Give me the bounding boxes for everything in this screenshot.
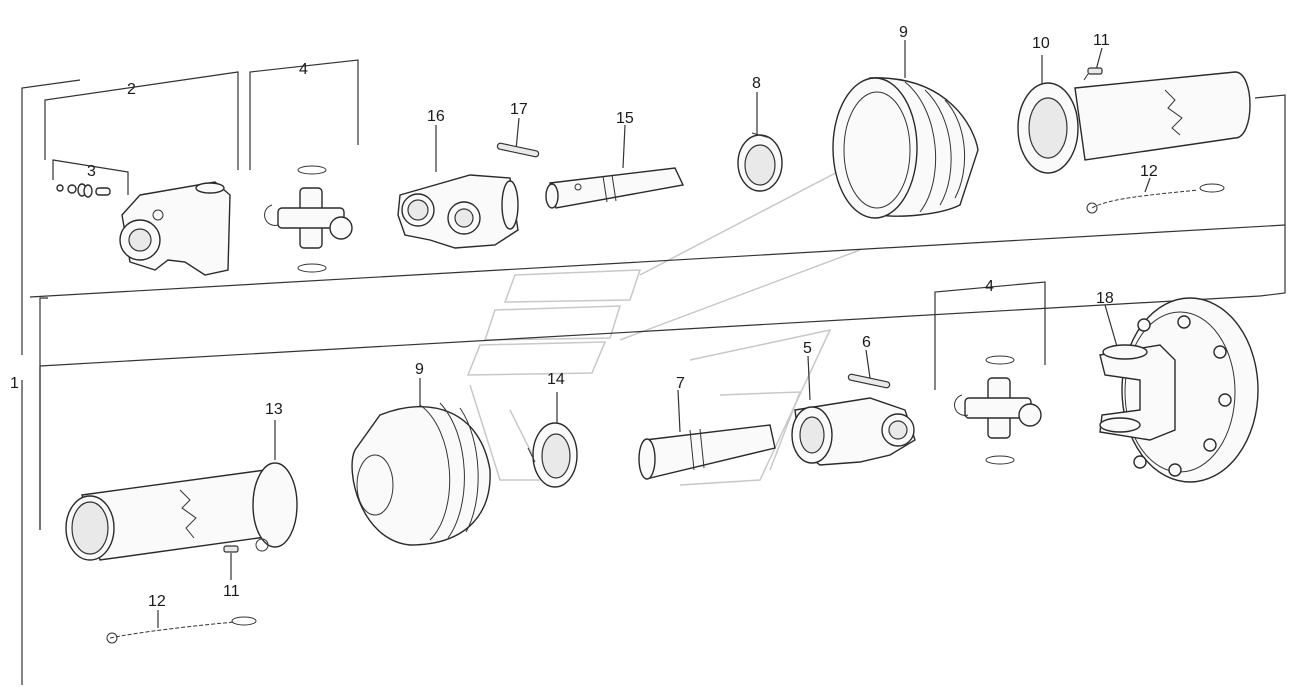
- leader-lines: [157, 40, 1151, 628]
- part-17-roll-pin: [496, 142, 540, 158]
- callout-17: 17: [510, 101, 528, 118]
- callout-12-lower: 12: [148, 593, 166, 610]
- callout-4: 4: [299, 61, 308, 78]
- part-13-outer-guard-tube-lower: [65, 462, 298, 561]
- callout-5: 5: [803, 340, 812, 357]
- part-2-yoke: [119, 181, 231, 276]
- part-10-outer-guard-tube: [1017, 71, 1251, 174]
- part-4-cross-kit-lower: [954, 355, 1042, 465]
- part-4-cross-kit-upper: [264, 165, 353, 273]
- callout-16: 16: [427, 108, 445, 125]
- part-9-guard-cone-upper: [832, 77, 979, 219]
- callout-15: 15: [616, 110, 634, 127]
- assembly-frame: [21, 59, 1286, 685]
- callout-labels: 1 2 3 4 16 17 15 8 9 10 11 12 4 18 5 6 7…: [10, 24, 1158, 610]
- part-9-guard-cone-lower: [351, 402, 491, 546]
- part-12-chain-lower: [106, 616, 257, 644]
- callout-4-lower: 4: [985, 278, 994, 295]
- callout-6: 6: [862, 334, 871, 351]
- part-5-inner-yoke: [791, 397, 916, 466]
- watermark-logo: [466, 154, 871, 486]
- part-7-inner-tube: [638, 424, 776, 480]
- callout-9-lower: 9: [415, 361, 424, 378]
- callout-9: 9: [899, 24, 908, 41]
- part-3-detent-set: [56, 183, 111, 198]
- part-14-bearing-ring: [527, 422, 578, 488]
- part-11-screw-upper: [1083, 67, 1103, 81]
- callout-1: 1: [10, 375, 19, 392]
- part-16-inner-yoke: [397, 174, 519, 249]
- callout-12: 12: [1140, 163, 1158, 180]
- callout-14: 14: [547, 371, 565, 388]
- callout-7: 7: [676, 375, 685, 392]
- part-11-screw-lower: [223, 545, 239, 553]
- callout-10: 10: [1032, 35, 1050, 52]
- part-15-inner-tube: [545, 167, 685, 209]
- callout-3: 3: [87, 163, 96, 180]
- part-6-roll-pin: [847, 373, 891, 389]
- part-18-clutch-yoke: [1099, 297, 1259, 483]
- part-12-chain-upper: [1086, 183, 1225, 214]
- callout-11-lower: 11: [223, 583, 240, 600]
- part-8-bearing-ring: [737, 132, 783, 192]
- callout-8: 8: [752, 75, 761, 92]
- callout-11: 11: [1093, 32, 1110, 49]
- callout-18: 18: [1096, 290, 1114, 307]
- callout-13: 13: [265, 401, 283, 418]
- callout-2: 2: [127, 81, 136, 98]
